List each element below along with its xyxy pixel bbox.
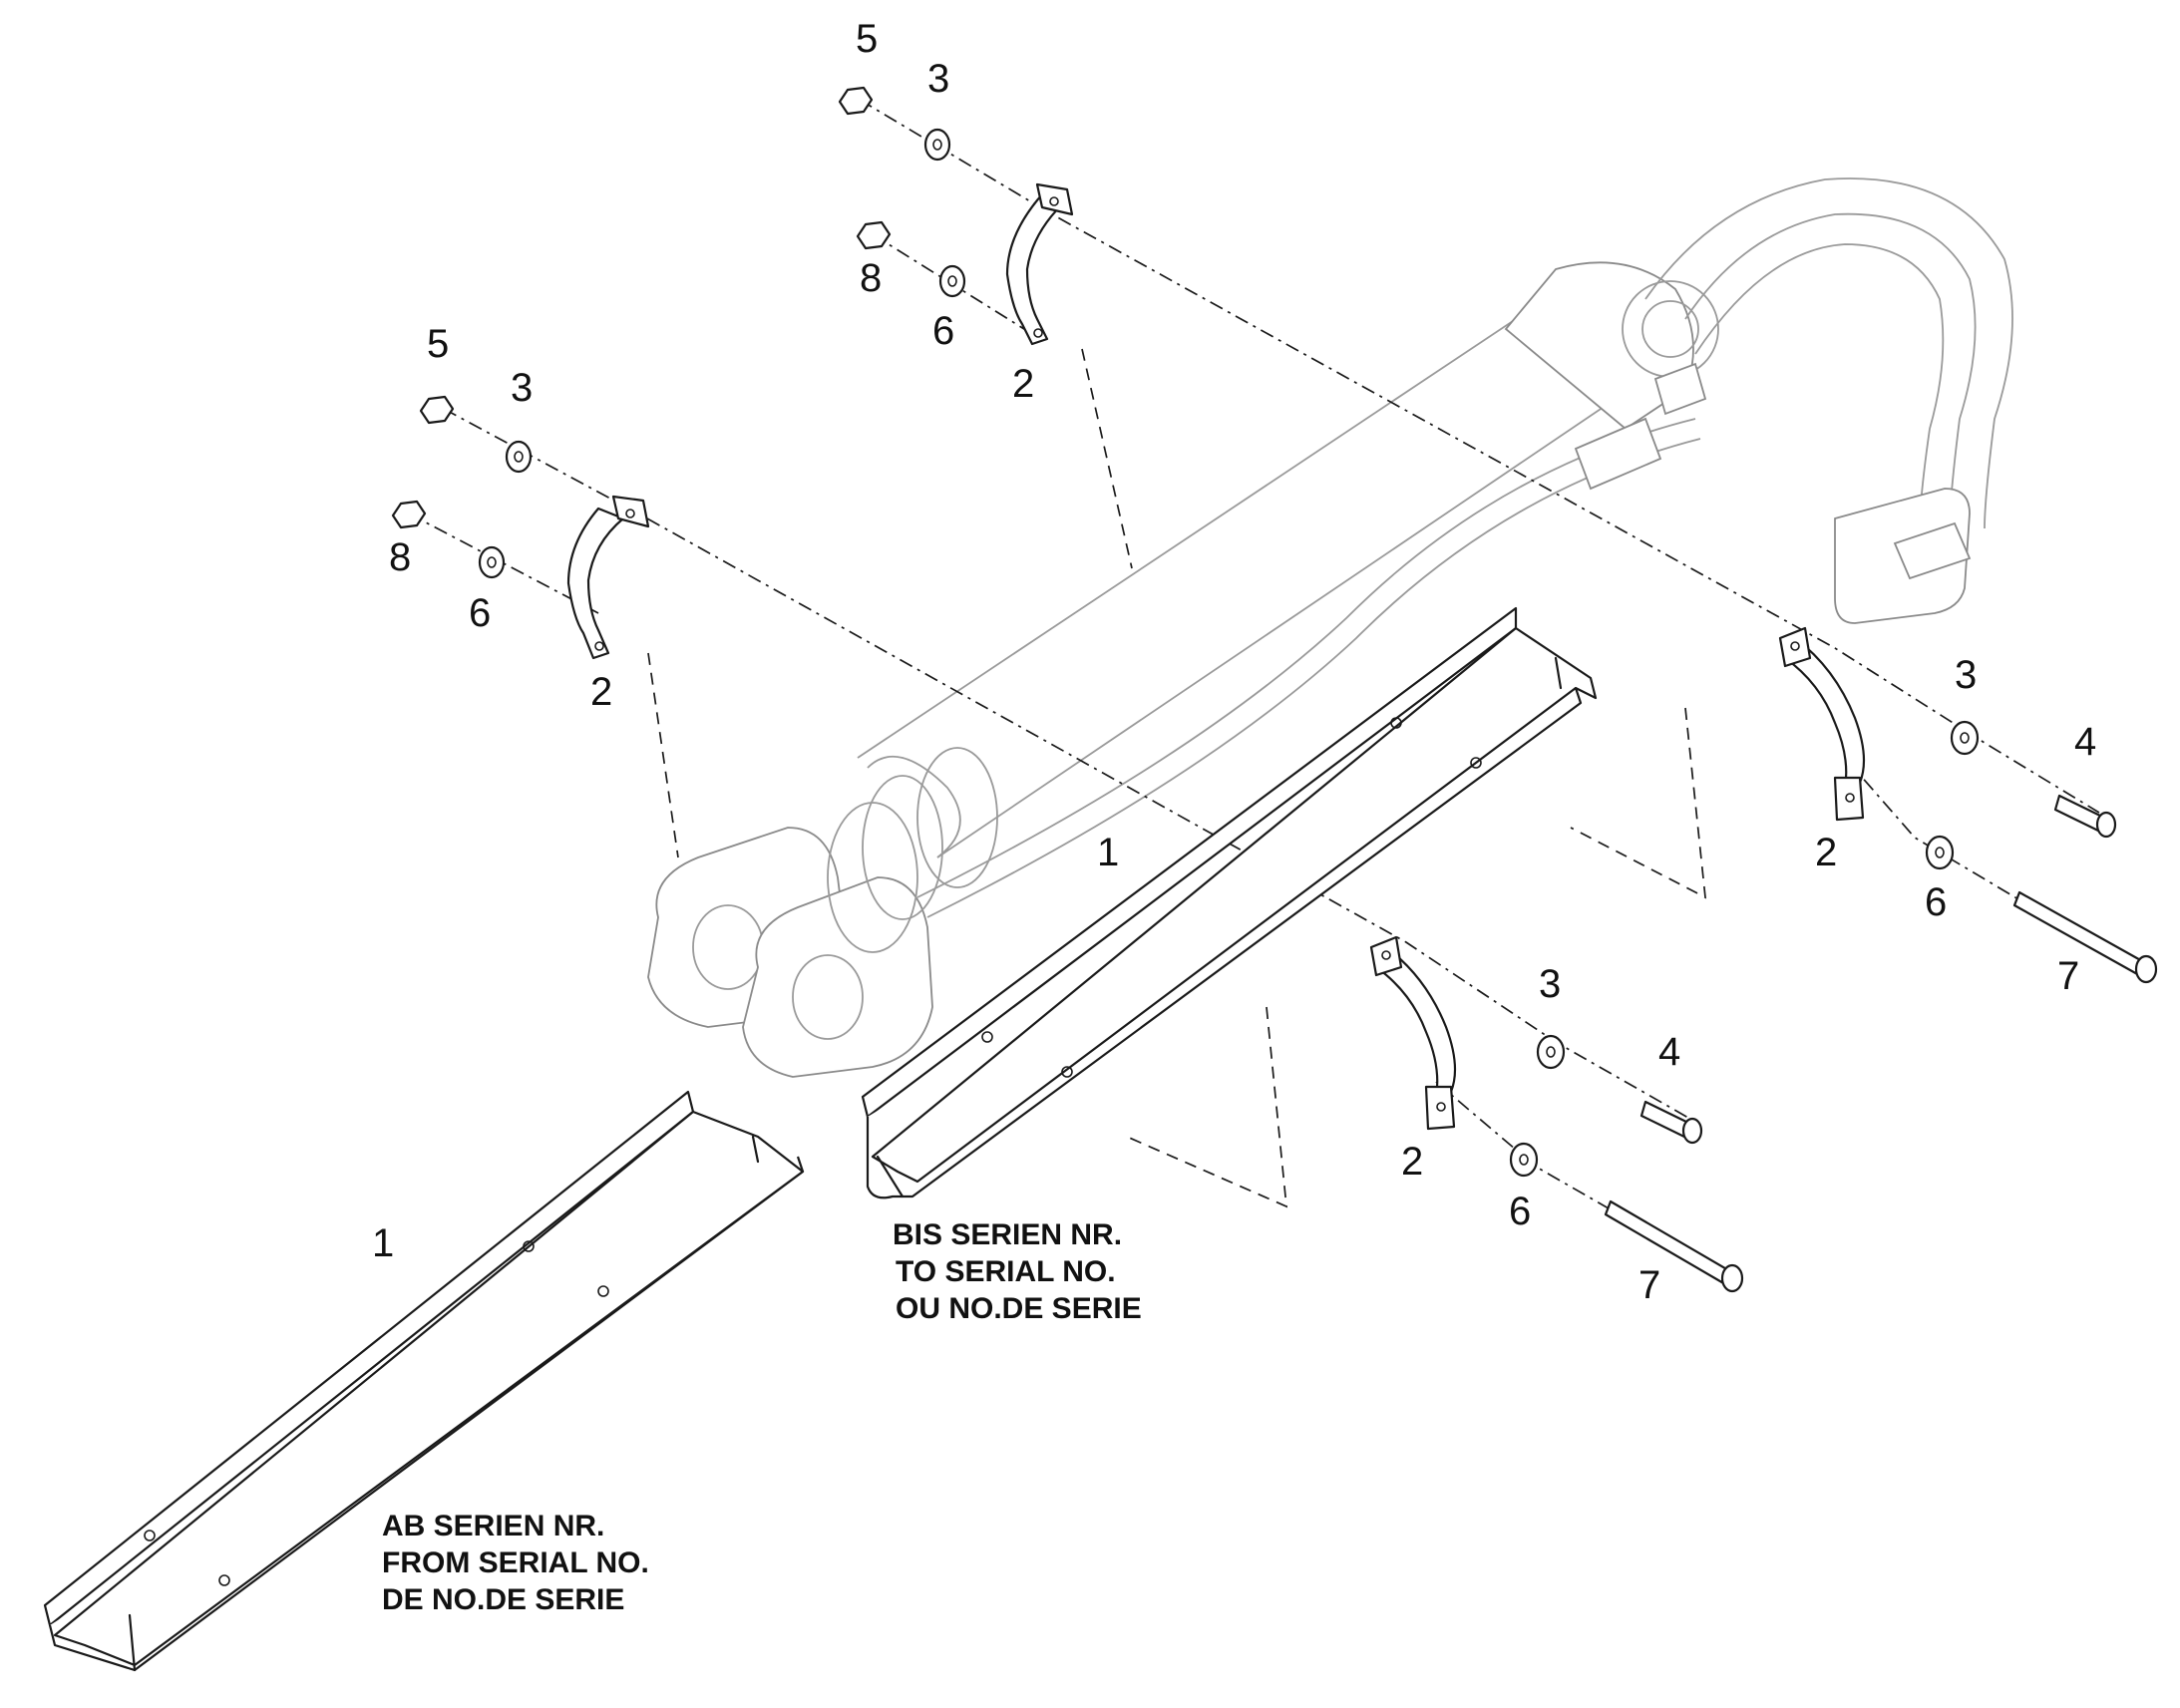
callout-5: 5 xyxy=(856,17,878,61)
callout-5: 5 xyxy=(427,322,449,366)
nut-8-upper xyxy=(856,220,892,250)
callout-2: 2 xyxy=(590,670,612,714)
callout-3: 3 xyxy=(1539,962,1561,1006)
leader-lines xyxy=(408,99,2125,1282)
nut-5-lower xyxy=(419,395,455,425)
callout-6: 6 xyxy=(1925,880,1947,924)
washers xyxy=(478,128,1980,1178)
callout-7: 7 xyxy=(2057,954,2079,998)
channel-guard-to-serial xyxy=(861,606,1598,1199)
callout-6: 6 xyxy=(932,309,954,353)
clamp-right-upper xyxy=(1778,626,1866,822)
clamp-upper-left xyxy=(1005,182,1074,346)
note-line: AB SERIEN NR. xyxy=(382,1510,604,1542)
callout-3: 3 xyxy=(1955,653,1977,697)
callouts: 5 3 8 6 2 5 3 8 6 2 1 3 4 2 6 7 3 4 2 6 … xyxy=(372,17,2096,1307)
note-line: BIS SERIEN NR. xyxy=(893,1218,1122,1251)
note-to-serial: BIS SERIEN NR. TO SERIAL NO. OU NO.DE SE… xyxy=(893,1218,1142,1325)
callout-8: 8 xyxy=(860,256,882,300)
callout-2: 2 xyxy=(1815,831,1837,874)
callout-8: 8 xyxy=(389,535,411,579)
callout-4: 4 xyxy=(2074,720,2096,764)
callout-2: 2 xyxy=(1012,362,1034,406)
callout-4: 4 xyxy=(1658,1030,1680,1074)
bolts xyxy=(1604,794,2158,1293)
hydraulic-cylinder xyxy=(647,177,2013,1078)
note-line: TO SERIAL NO. xyxy=(896,1255,1116,1288)
callout-7: 7 xyxy=(1638,1263,1660,1307)
callout-6: 6 xyxy=(1509,1190,1531,1233)
note-from-serial: AB SERIEN NR. FROM SERIAL NO. DE NO.DE S… xyxy=(382,1510,649,1616)
callout-3: 3 xyxy=(511,366,533,410)
nut-8-lower xyxy=(391,500,427,529)
channel-guard-from-serial xyxy=(43,1090,805,1672)
note-line: DE NO.DE SERIE xyxy=(382,1583,624,1616)
callout-3: 3 xyxy=(927,57,949,101)
clamp-right-lower xyxy=(1369,935,1457,1131)
clamp-middle-left xyxy=(566,495,650,660)
callout-6: 6 xyxy=(469,591,491,635)
callout-1: 1 xyxy=(372,1221,394,1265)
callout-2: 2 xyxy=(1401,1140,1423,1184)
callout-1: 1 xyxy=(1097,831,1119,874)
note-line: FROM SERIAL NO. xyxy=(382,1546,649,1579)
nut-5-upper xyxy=(838,86,874,116)
note-line: OU NO.DE SERIE xyxy=(896,1292,1142,1325)
